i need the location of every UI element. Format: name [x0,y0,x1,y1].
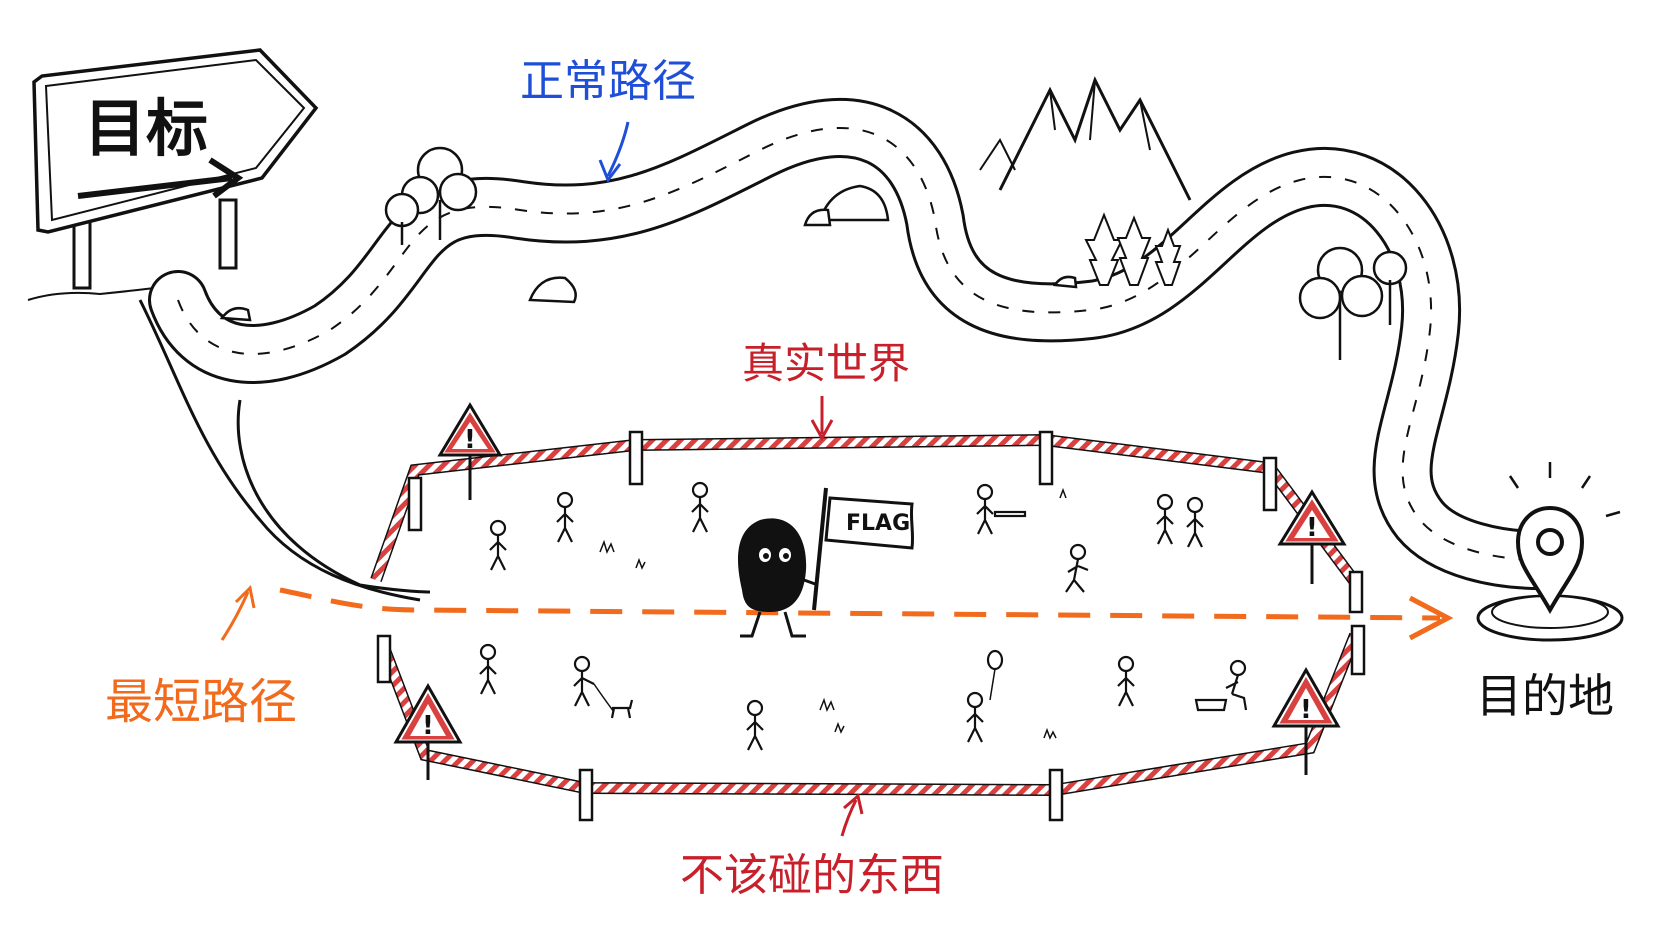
tree-icon [1084,212,1182,286]
mountain-icon [979,76,1192,201]
location-pin-icon [1476,462,1624,642]
forbidden-label: 不该碰的东西 [680,850,944,901]
stick-figure-icon [479,481,1248,751]
forbidden-label-group: 不该碰的东西 [680,793,944,901]
flag-text: FLAG [846,511,910,536]
grass-icon [599,487,1067,740]
real-world-label: 真实世界 [742,339,910,388]
fence-post [376,430,1366,822]
destination-label-group: 目的地 [1476,669,1614,723]
svg-text:!: ! [1306,513,1318,543]
shortest-path-label-group: 最短路径 [105,584,297,730]
signpost: 目标 [27,48,319,301]
svg-text:!: ! [1300,695,1312,725]
shortest-path-label: 最短路径 [105,674,297,730]
warning-sign-icon: ! ! ! ! [393,402,1347,780]
flag-icon: FLAG [812,487,915,611]
character-icon [737,518,819,638]
tree-icon [384,146,1408,360]
fenced-area [370,430,1366,822]
normal-path-label-group: 正常路径 [520,56,696,184]
svg-text:!: ! [422,711,434,741]
sign-text: 目标 [84,92,208,165]
normal-path-label: 正常路径 [520,56,696,107]
real-world-label-group: 真实世界 [742,339,910,442]
normal-path-road [138,97,1570,602]
rock-icon [219,184,1078,322]
shortest-path-arrow [279,587,1454,641]
destination-label: 目的地 [1476,669,1614,723]
svg-text:!: ! [464,425,476,455]
